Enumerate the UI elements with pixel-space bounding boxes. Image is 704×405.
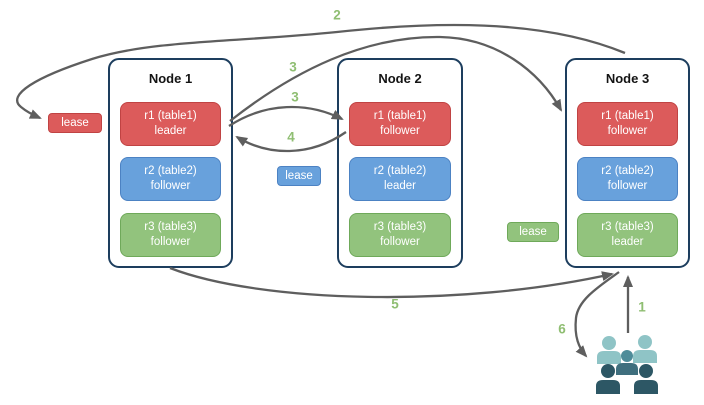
node-3-replica-r2: r2 (table2) follower: [577, 157, 678, 201]
arrow-step-3-to-node2: [228, 105, 344, 127]
lease-badge-table1: lease: [48, 113, 102, 133]
replica-name: r3 (table3): [144, 220, 197, 233]
replica-role: follower: [380, 125, 420, 137]
node-2-replica-r3: r3 (table3) follower: [349, 213, 451, 257]
node-3-title: Node 3: [605, 71, 650, 86]
replica-role: leader: [611, 236, 644, 248]
replica-name: r1 (table1): [144, 109, 197, 122]
replica-role: follower: [380, 236, 420, 248]
users-group-icon: [596, 335, 658, 394]
node-3-replica-r1: r1 (table1) follower: [577, 102, 678, 146]
step-label-1: 1: [638, 299, 646, 315]
lease-badge-table3: lease: [507, 222, 559, 242]
node-2-replica-r2: r2 (table2) leader: [349, 157, 451, 201]
step-label-5: 5: [391, 296, 399, 312]
arrow-step-6: [574, 271, 620, 358]
replica-role: leader: [154, 125, 187, 137]
replica-name: r1 (table1): [601, 109, 654, 122]
arrow-step-5: [169, 266, 614, 299]
step-label-6: 6: [558, 321, 566, 337]
replica-name: r2 (table2): [373, 164, 427, 177]
replica-name: r3 (table3): [373, 220, 427, 233]
node-3: Node 3 r1 (table1) follower r2 (table2) …: [565, 58, 690, 268]
step-label-4: 4: [287, 129, 295, 145]
replica-name: r1 (table1): [373, 109, 427, 122]
node-1: Node 1 r1 (table1) leader r2 (table2) fo…: [108, 58, 233, 268]
replica-role: follower: [607, 125, 648, 137]
node-2: Node 2 r1 (table1) follower r2 (table2) …: [337, 58, 463, 268]
replica-name: r3 (table3): [601, 220, 654, 233]
node-1-title: Node 1: [148, 71, 193, 86]
node-2-title: Node 2: [378, 71, 422, 86]
replica-role: follower: [150, 236, 191, 248]
replica-role: follower: [150, 180, 191, 192]
step-label-2: 2: [333, 7, 341, 23]
replica-role: leader: [384, 180, 416, 192]
replica-name: r2 (table2): [601, 164, 654, 177]
replica-role: follower: [607, 180, 648, 192]
replica-name: r2 (table2): [144, 164, 197, 177]
node-1-replica-r3: r3 (table3) follower: [120, 213, 221, 257]
step-label-3b: 3: [291, 89, 299, 105]
node-1-replica-r2: r2 (table2) follower: [120, 157, 221, 201]
step-label-3a: 3: [289, 59, 297, 75]
node-1-replica-r1: r1 (table1) leader: [120, 102, 221, 146]
lease-badge-table2: lease: [277, 166, 321, 186]
node-3-replica-r3: r3 (table3) leader: [577, 213, 678, 257]
node-2-replica-r1: r1 (table1) follower: [349, 102, 451, 146]
